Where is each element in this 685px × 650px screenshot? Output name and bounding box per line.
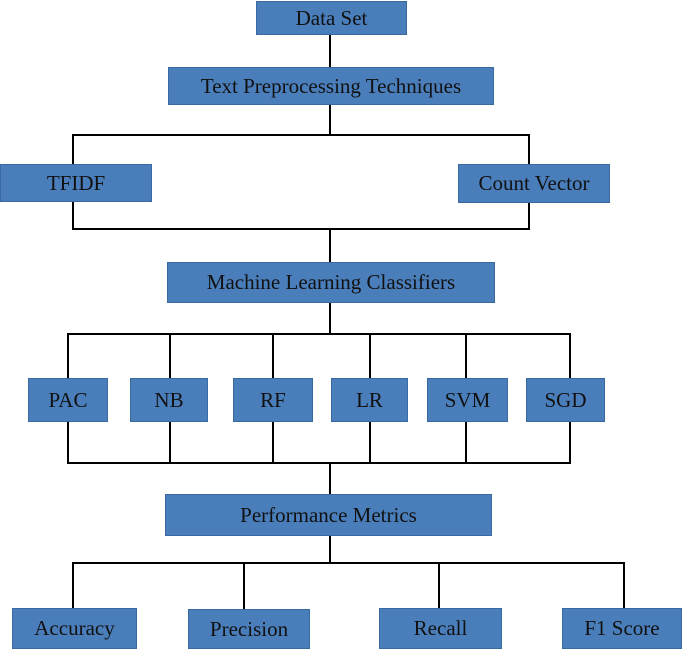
node-precision: Precision	[188, 609, 310, 649]
node-count-vector: Count Vector	[458, 164, 610, 203]
edge-classifiers-row	[329, 303, 331, 334]
node-pac: PAC	[28, 378, 108, 422]
node-ml-classifiers: Machine Learning Classifiers	[167, 262, 495, 303]
edge-metrics-row-top	[72, 562, 625, 564]
node-sgd: SGD	[526, 378, 605, 422]
edge-drop-precision	[243, 562, 245, 609]
edge-classifier-row-bottom	[67, 462, 571, 464]
edge-drop-accuracy	[72, 562, 74, 608]
node-lr: LR	[331, 378, 408, 422]
edge-branch-bottom	[72, 228, 530, 230]
edge-classifier-row-top	[67, 333, 571, 335]
edge-branch-classifiers	[329, 230, 331, 262]
node-svm: SVM	[427, 378, 508, 422]
node-nb: NB	[130, 378, 208, 422]
node-performance-metrics: Performance Metrics	[165, 494, 492, 536]
edge-dataset-preprocessing	[329, 35, 331, 67]
node-data-set: Data Set	[256, 1, 407, 35]
edge-metrics-bottomrow	[329, 536, 331, 564]
node-tfidf: TFIDF	[0, 164, 152, 202]
node-rf: RF	[233, 378, 313, 422]
node-text-preprocessing: Text Preprocessing Techniques	[168, 67, 494, 105]
node-recall: Recall	[379, 608, 502, 649]
edge-branch-top	[72, 134, 530, 136]
edge-drop-recall	[438, 562, 440, 608]
node-accuracy: Accuracy	[12, 608, 137, 649]
node-f1-score: F1 Score	[562, 608, 682, 649]
edge-preprocessing-branch	[329, 104, 331, 135]
edge-drop-f1score	[623, 562, 625, 608]
edge-row-metrics	[329, 464, 331, 494]
